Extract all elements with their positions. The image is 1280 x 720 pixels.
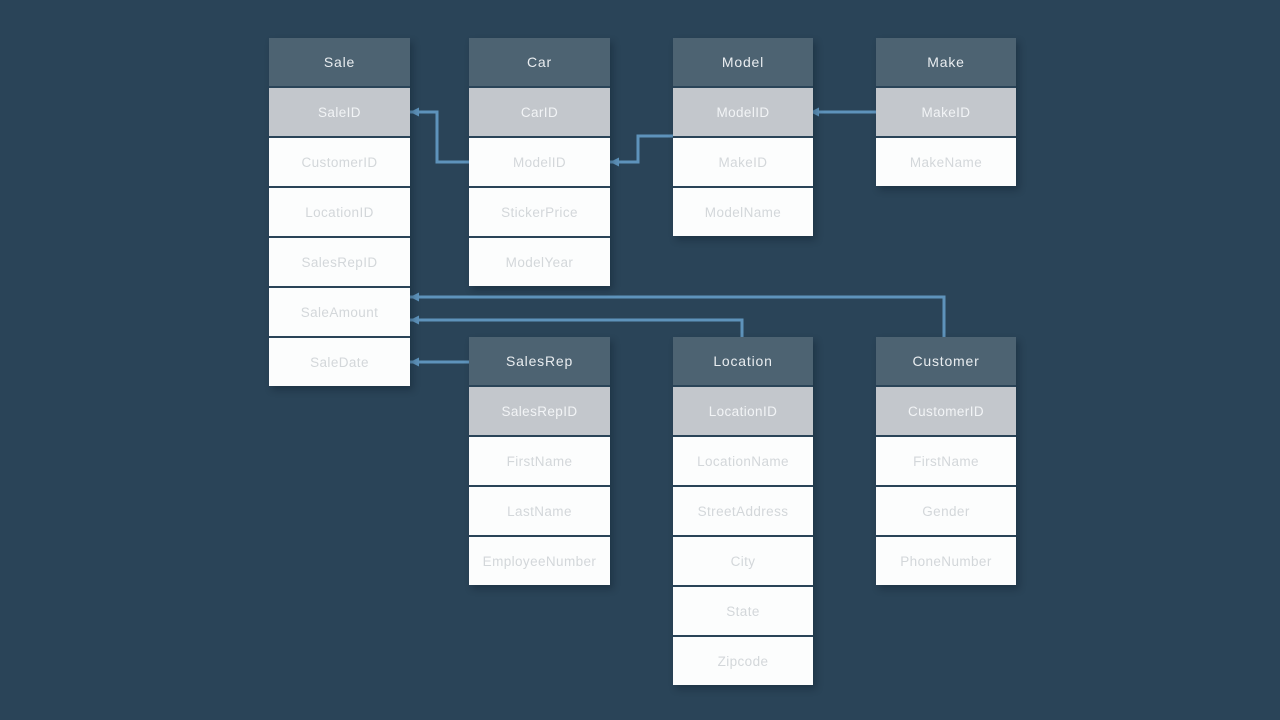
field-row: FirstName [876,437,1016,485]
table-title-car: Car [469,38,610,86]
connector-arrowhead-icon [410,315,419,325]
field-row: MakeName [876,138,1016,186]
field-row: SaleDate [269,338,410,386]
field-row: Gender [876,487,1016,535]
field-row: ModelYear [469,238,610,286]
field-row: StickerPrice [469,188,610,236]
table-title-model: Model [673,38,813,86]
connector-sale-saleid-to-car [410,110,469,164]
field-row: Zipcode [673,637,813,685]
connector-car-modelid-to-model [610,134,673,164]
primary-key-row: CustomerID [876,387,1016,435]
field-row: City [673,537,813,585]
field-row: ModelName [673,188,813,236]
field-row: State [673,587,813,635]
field-row: SaleAmount [269,288,410,336]
table-title-salesrep: SalesRep [469,337,610,385]
field-row: MakeID [673,138,813,186]
connector-arrowhead-icon [410,107,419,117]
field-row: LocationID [269,188,410,236]
field-row: CustomerID [269,138,410,186]
primary-key-row: SalesRepID [469,387,610,435]
primary-key-row: LocationID [673,387,813,435]
field-row: LastName [469,487,610,535]
primary-key-row: ModelID [673,88,813,136]
primary-key-row: MakeID [876,88,1016,136]
primary-key-row: SaleID [269,88,410,136]
connector-arrowhead-icon [410,357,419,367]
table-title-sale: Sale [269,38,410,86]
connector-arrowhead-icon [610,157,619,167]
field-row: PhoneNumber [876,537,1016,585]
table-title-customer: Customer [876,337,1016,385]
table-title-make: Make [876,38,1016,86]
primary-key-row: CarID [469,88,610,136]
field-row: FirstName [469,437,610,485]
connector-arrowhead-icon [410,292,419,302]
field-row: ModelID [469,138,610,186]
connector-sale-to-customer [410,295,946,337]
field-row: EmployeeNumber [469,537,610,585]
connector-sale-to-location [410,318,744,337]
field-row: SalesRepID [269,238,410,286]
field-row: LocationName [673,437,813,485]
table-title-location: Location [673,337,813,385]
field-row: StreetAddress [673,487,813,535]
